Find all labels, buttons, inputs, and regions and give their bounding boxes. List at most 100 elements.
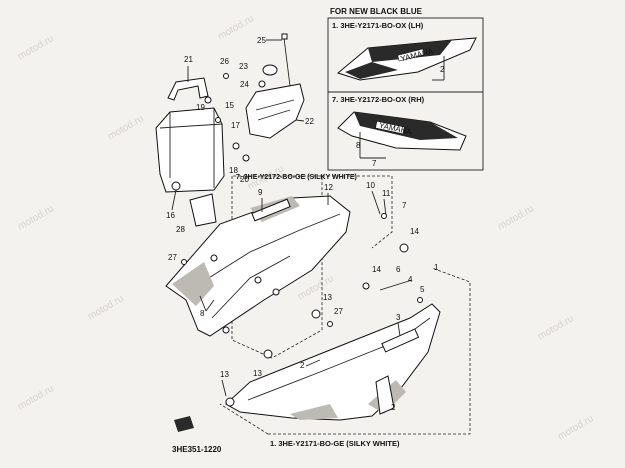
inset-heading: FOR NEW BLACK BLUE <box>330 7 423 16</box>
diagram-code: 3HE351-1220 <box>172 445 222 454</box>
inset-part-8: 8 <box>356 141 361 150</box>
damper <box>232 142 240 150</box>
part-3: 3 <box>396 313 401 322</box>
screw <box>223 73 229 79</box>
inset-frame <box>327 17 484 171</box>
side-cover-lh-white <box>225 303 441 421</box>
part-22: 22 <box>305 117 314 126</box>
battery-box-edges <box>159 108 223 188</box>
leader-line <box>371 190 381 215</box>
part-16: 16 <box>166 211 175 220</box>
part-18: 18 <box>229 166 238 175</box>
cover-contour <box>211 255 291 319</box>
part-5: 5 <box>420 285 425 294</box>
leader-line <box>221 379 227 397</box>
side-cover-lh-shading <box>368 40 452 62</box>
callout-lh-white-label: 1. 3HE-Y2171-BO-GE (SILKY WHITE) <box>270 439 400 448</box>
part-17: 17 <box>231 121 240 130</box>
leader-line <box>205 299 215 312</box>
callout-frame-lh <box>219 403 269 435</box>
part-25: 25 <box>257 36 266 45</box>
watermark: motod.ru <box>86 293 126 322</box>
part-2: 2 <box>391 403 396 412</box>
screw <box>181 259 187 265</box>
inset-part-7: 7 <box>372 159 377 168</box>
battery-clip <box>171 181 181 191</box>
part-13: 13 <box>253 369 262 378</box>
leader-line <box>171 189 177 211</box>
grommet <box>399 243 409 253</box>
tank-assembly: 25 23 24 22 <box>239 33 314 139</box>
side-cover-rh-white <box>165 195 351 359</box>
variant-lh-label: 1. 3HE-Y2171-BO-OX (LH) <box>332 21 424 30</box>
grommet <box>254 276 262 284</box>
part-11: 11 <box>382 189 391 198</box>
part-8: 8 <box>200 309 205 318</box>
part-20: 20 <box>240 175 249 184</box>
cover-tab <box>375 375 395 415</box>
washer <box>215 117 221 123</box>
diagram-code-block: 3HE351-1220 <box>172 416 222 454</box>
yamaha-emblem-icon <box>381 328 420 353</box>
callout-rh-white-label: 7. 3HE-Y2172-BO-GE (SILKY WHITE) <box>236 174 357 181</box>
side-cover-lh <box>225 303 441 421</box>
watermark: motod.ru <box>106 113 146 142</box>
battery-assembly: 21 19 26 15 17 18 20 16 28 <box>155 55 250 234</box>
tank-cap <box>262 64 278 76</box>
watermark: motod.ru <box>16 203 56 232</box>
inset-part-2: 2 <box>440 65 445 74</box>
part-14: 14 <box>410 227 419 236</box>
bracket <box>379 279 413 291</box>
watermark: motod.ru <box>556 413 596 442</box>
part-13: 13 <box>220 370 229 379</box>
breather-pipe <box>283 37 291 87</box>
part-27: 27 <box>334 307 343 316</box>
grommet <box>272 288 280 296</box>
leader-line <box>383 198 387 217</box>
damper <box>263 349 273 359</box>
yamaha-emblem-icon <box>375 120 405 135</box>
cover-contour <box>195 213 341 287</box>
leader-line <box>397 322 401 337</box>
part-26: 26 <box>220 57 229 66</box>
grommet <box>362 282 370 290</box>
cover-shading <box>290 404 338 420</box>
arrow-icon <box>174 416 194 432</box>
tank-contour <box>255 99 295 121</box>
watermark: motod.ru <box>16 383 56 412</box>
part-23: 23 <box>239 62 248 71</box>
callout-frame-lh <box>268 267 471 435</box>
screw <box>417 297 423 303</box>
watermark: motod.ru <box>216 13 256 42</box>
part-4: 4 <box>408 275 413 284</box>
watermark: motod.ru <box>16 33 56 62</box>
part-19: 19 <box>196 103 205 112</box>
yamaha-emblem-icon <box>397 48 425 62</box>
inset-black-blue: FOR NEW BLACK BLUE 1. 3HE-Y2171-BO-OX (L… <box>327 7 484 171</box>
variant-rh-label: 7. 3HE-Y2172-BO-OX (RH) <box>332 95 425 104</box>
pipe-cap <box>281 33 288 40</box>
part-27: 27 <box>168 253 177 262</box>
part-7: 7 <box>402 201 407 210</box>
part-14: 14 <box>372 265 381 274</box>
battery-strap <box>167 77 209 101</box>
grommet <box>210 254 218 262</box>
watermark: motod.ru <box>496 203 536 232</box>
part-15: 15 <box>225 101 234 110</box>
grommet <box>225 397 235 407</box>
side-cover-lh-shading <box>345 62 398 79</box>
grommet <box>222 326 230 334</box>
part-9: 9 <box>258 188 263 197</box>
bolt <box>204 96 212 104</box>
grommet <box>311 309 321 319</box>
callout-frame-rh <box>322 175 393 249</box>
collar <box>242 154 250 162</box>
part-24: 24 <box>240 80 249 89</box>
oil-tank <box>245 83 305 139</box>
battery-pad <box>189 193 217 227</box>
screw <box>327 321 333 327</box>
part-28: 28 <box>176 225 185 234</box>
cover-shading <box>172 262 214 306</box>
part-6: 6 <box>396 265 401 274</box>
